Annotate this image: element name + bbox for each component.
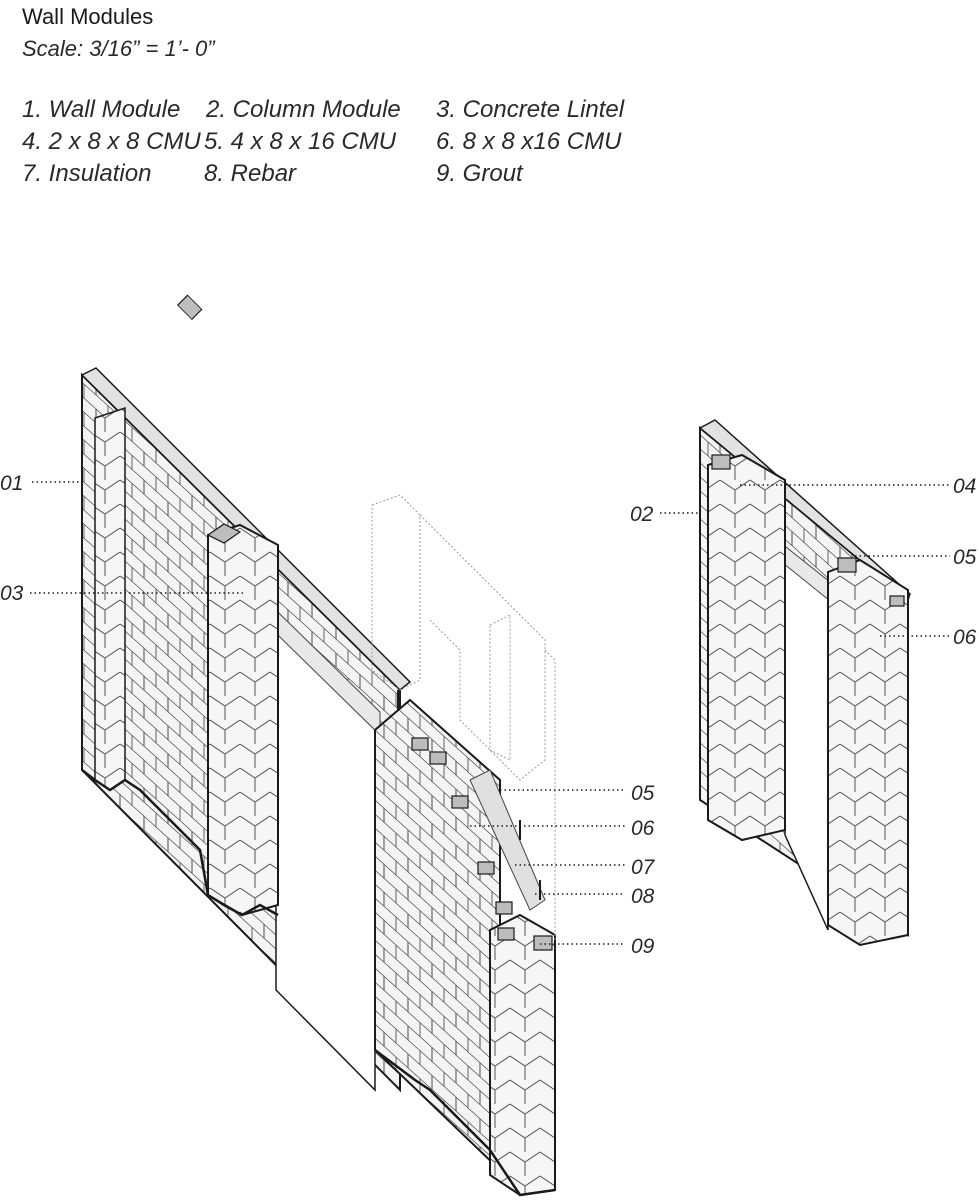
detail-base-edge — [374, 1049, 556, 1197]
legend-item-2x8x8-cmu: 4. 2 x 8 x 8 CMU — [22, 128, 201, 155]
callout-08: 08 — [631, 885, 655, 908]
rebar-lines — [397, 690, 541, 900]
callout-04: 04 — [953, 475, 976, 498]
wall-module-left — [80, 294, 412, 1093]
legend-item-4x8x16-cmu: 5. 4 x 8 x 16 CMU — [204, 128, 397, 155]
detail-panel — [374, 698, 501, 1173]
cmu-cells — [411, 737, 553, 951]
legend-item-concrete-lintel: 3. Concrete Lintel — [436, 96, 625, 123]
callout-05-right: 05 — [953, 546, 977, 569]
callout-07: 07 — [631, 856, 656, 879]
column-module-left-pier — [707, 453, 786, 842]
legend-item-column-module: 2. Column Module — [206, 96, 401, 123]
grout-cell-icon — [176, 294, 203, 321]
callout-06-detail: 06 — [631, 817, 655, 840]
callout-02: 02 — [630, 503, 654, 526]
insulation-strip — [469, 769, 546, 911]
callout-05-detail: 05 — [631, 782, 655, 805]
callout-09: 09 — [631, 935, 655, 958]
callout-01: 01 — [0, 472, 23, 495]
scale-note: Scale: 3/16” = 1’- 0” — [22, 36, 215, 61]
legend-item-grout: 9. Grout — [436, 160, 523, 187]
legend-item-insulation: 7. Insulation — [22, 160, 152, 187]
detail-column — [489, 913, 556, 1197]
column-left-2-top — [206, 523, 242, 544]
wall-module-detail — [374, 690, 556, 1197]
legend-item-wall-module: 1. Wall Module — [22, 96, 181, 123]
column-module-cells — [711, 454, 905, 607]
legend-item-8x8x16-cmu: 6. 8 x 8 x16 CMU — [436, 128, 622, 155]
page-title: Wall Modules — [22, 4, 154, 29]
callout-03: 03 — [0, 582, 24, 605]
column-module-right — [698, 419, 911, 947]
column-left-2 — [207, 523, 279, 917]
legend-item-rebar: 8. Rebar — [204, 160, 297, 187]
column-left-1 — [94, 406, 126, 791]
column-module-right-pier — [827, 558, 909, 947]
callout-06-right: 06 — [953, 626, 977, 649]
callout-leaders — [30, 481, 950, 945]
ghost-module-outline — [371, 494, 556, 940]
column-module-opening — [784, 558, 829, 931]
wall-base-edge — [81, 769, 279, 917]
